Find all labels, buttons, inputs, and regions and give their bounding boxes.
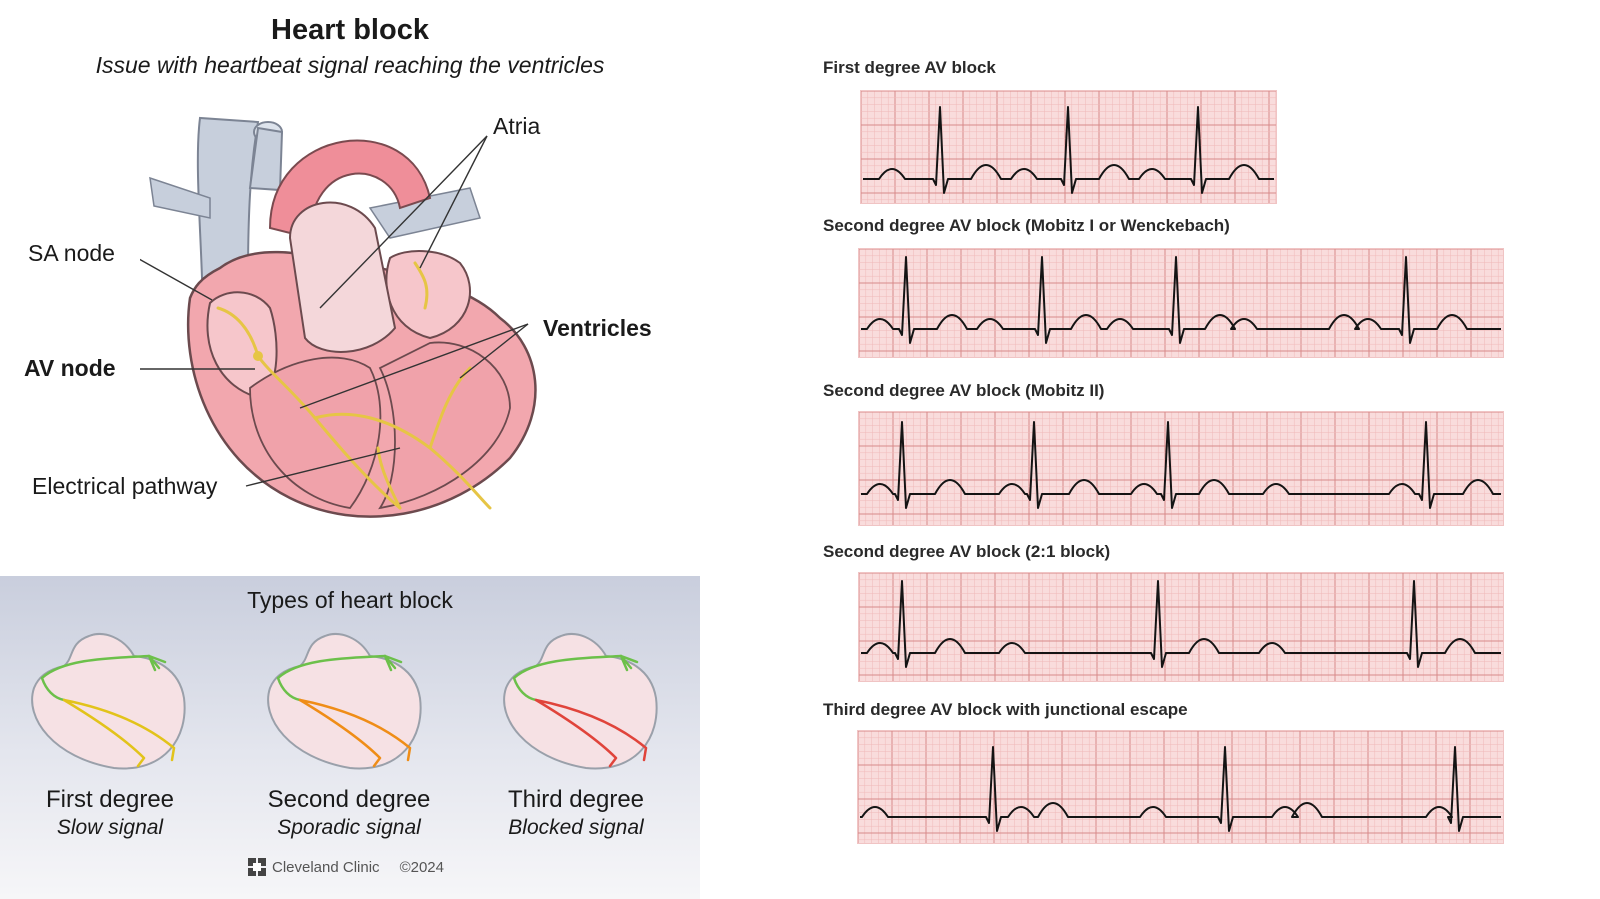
- ecg-label-mobitz-2: Second degree AV block (Mobitz II): [823, 381, 1105, 400]
- type-third-degree-desc: Blocked signal: [508, 816, 644, 839]
- ecg-label-third-degree: Third degree AV block with junctional es…: [823, 700, 1188, 719]
- ecg-grid: [859, 249, 1503, 357]
- ecg-grid: [859, 412, 1503, 525]
- type-first-degree-name: First degree: [45, 786, 175, 813]
- types-title: Types of heart block: [247, 587, 453, 613]
- label-ventricles: Ventricles: [543, 315, 652, 341]
- heart-anatomy-illustration: [140, 116, 537, 518]
- label-sa-node: SA node: [28, 240, 115, 266]
- label-electrical-pathway: Electrical pathway: [32, 473, 218, 499]
- ecg-grid: [858, 731, 1503, 843]
- ecg-trace: [860, 746, 1501, 832]
- label-atria: Atria: [493, 113, 541, 139]
- cleveland-clinic-logo-icon: [248, 858, 266, 876]
- label-av-node: AV node: [24, 355, 116, 381]
- footer-copyright: ©2024: [399, 858, 444, 876]
- ecg-trace: [863, 106, 1274, 194]
- ecg-label-first-degree: First degree AV block: [823, 58, 996, 77]
- footer-brand: Cleveland Clinic: [272, 858, 380, 876]
- ecg-trace: [861, 580, 1501, 668]
- mini-heart-first-degree-icon: [31, 633, 186, 770]
- mini-heart-second-degree-icon: [267, 633, 422, 770]
- ecg-strip-first-degree: [860, 90, 1277, 204]
- mini-heart-third-degree-icon: [503, 633, 658, 770]
- ecg-trace: [861, 421, 1501, 509]
- ecg-strip-mobitz-2: [858, 411, 1504, 526]
- ecg-label-2-to-1: Second degree AV block (2:1 block): [823, 542, 1111, 561]
- ecg-grid: [859, 573, 1503, 681]
- type-second-degree-desc: Sporadic signal: [277, 816, 421, 839]
- page-subtitle: Issue with heartbeat signal reaching the…: [95, 52, 605, 78]
- type-first-degree-desc: Slow signal: [56, 816, 164, 839]
- footer: Cleveland Clinic ©2024: [248, 858, 444, 876]
- ecg-label-mobitz-1: Second degree AV block (Mobitz I or Wenc…: [823, 216, 1230, 235]
- type-second-degree-name: Second degree: [267, 786, 431, 813]
- ecg-strip-mobitz-1: [858, 248, 1504, 358]
- ecg-strip-third-degree: [857, 730, 1504, 844]
- ecg-trace: [861, 256, 1501, 344]
- page-title: Heart block: [271, 14, 429, 46]
- type-third-degree-name: Third degree: [507, 786, 645, 813]
- ecg-strip-2-to-1: [858, 572, 1504, 682]
